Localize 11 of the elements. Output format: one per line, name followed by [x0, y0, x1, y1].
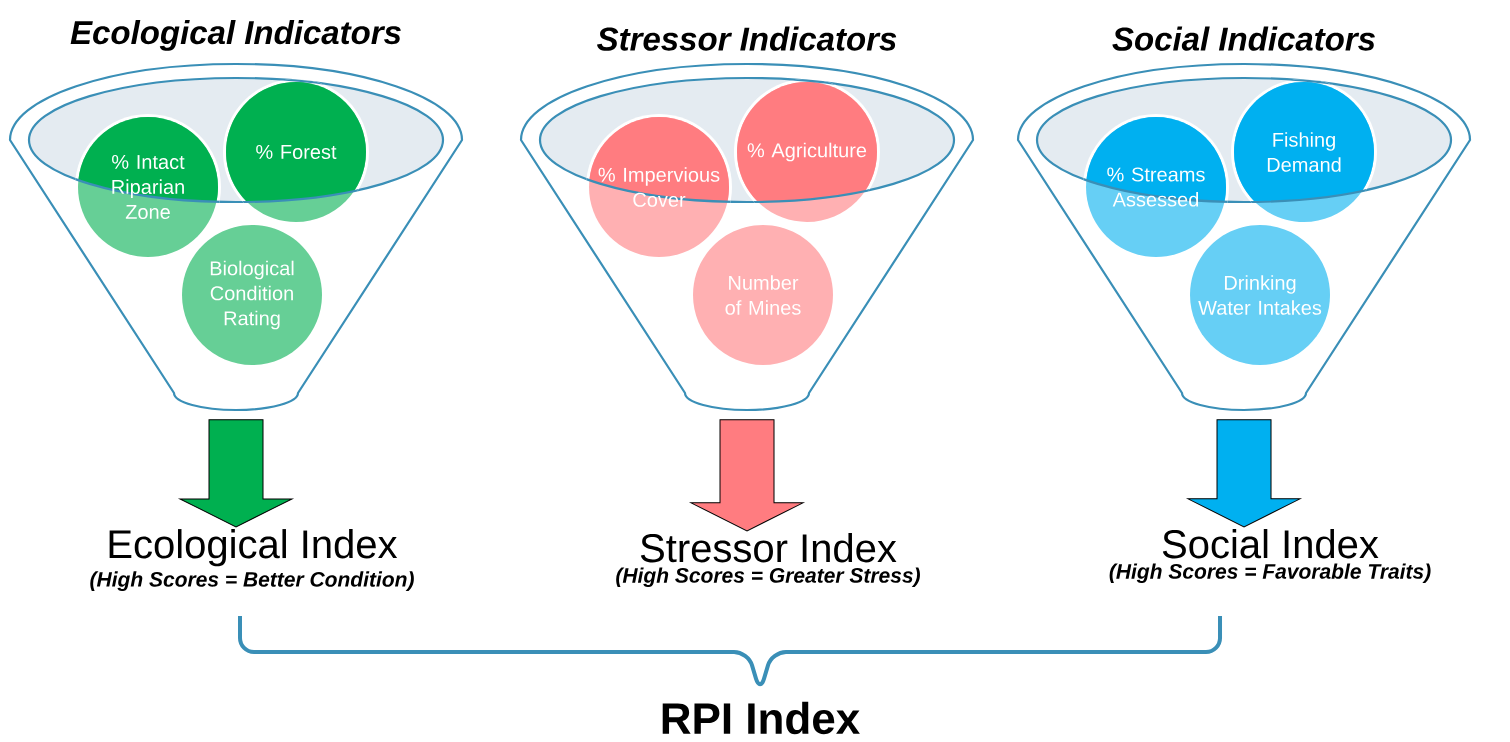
index-label: Stressor Index (High Scores = Greater Stress)	[616, 533, 920, 587]
node-label: Social Indicators	[1112, 26, 1375, 51]
index-label: Ecological Index (High Scores = Better Condition)	[90, 529, 414, 591]
index-title: RPI Index	[662, 701, 860, 735]
index-label: Social Index (High Scores = Favorable Traits)	[1109, 529, 1431, 583]
block-arrow	[179, 419, 293, 528]
block-arrow	[1187, 419, 1301, 528]
block-arrow	[690, 419, 804, 532]
node-label: Ecological Indicators	[70, 20, 401, 51]
node-label: Stressor Indicators	[597, 26, 897, 51]
node-label: Zone	[125, 205, 170, 220]
